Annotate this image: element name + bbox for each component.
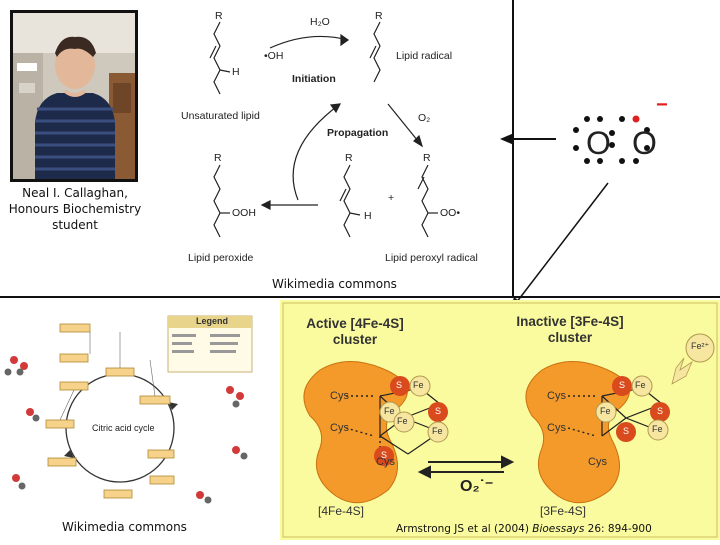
inactive-title-line1: Inactive [3Fe-4S] — [516, 314, 624, 329]
metabolite-boxes — [45, 323, 175, 499]
lipid-peroxide-chain — [213, 164, 221, 238]
inactive-title-line2: cluster — [547, 330, 593, 345]
lipid-peroxyl-radical-label: Lipid peroxyl radical — [385, 252, 478, 264]
superoxide-oxidant-label: O₂˙⁻ — [460, 478, 494, 495]
water-label: H₂O — [310, 16, 330, 28]
active-title-line1: Active [4Fe-4S] — [306, 316, 404, 331]
active-title-line2: cluster — [332, 332, 378, 347]
h-label-1: H — [232, 66, 240, 78]
r-label-3: R — [214, 152, 222, 164]
active-s-3: S — [381, 450, 388, 460]
r-label-1: R — [215, 10, 223, 22]
lipid-radical-chain — [373, 21, 381, 83]
propagation-curve-arrow — [292, 103, 341, 201]
active-cys-3: Cys — [376, 456, 395, 468]
oxygen-atom-1: O — [586, 125, 611, 161]
citation-details: 26: 894-900 — [584, 523, 652, 535]
lipid-peroxidation-diagram — [209, 21, 438, 238]
inactive-cys-1: Cys — [547, 390, 566, 402]
reaction-arrows — [417, 455, 515, 479]
citation-authors: Armstrong JS et al (2004) — [396, 523, 533, 535]
plus-label: + — [388, 192, 395, 204]
r-label-5: R — [423, 152, 431, 164]
active-cluster-title: Active [4Fe-4S] cluster — [290, 316, 420, 348]
peroxyl-oo-text: OO — [440, 207, 457, 219]
inactive-fe-2: Fe — [600, 406, 611, 416]
release-spark-icon — [671, 357, 693, 385]
diagonal-arrow — [515, 182, 609, 304]
molecule-icons — [4, 356, 248, 504]
propagation-label: Propagation — [327, 127, 389, 139]
legend-title: Legend — [196, 316, 229, 326]
active-iron-atoms — [379, 375, 449, 443]
lipid-peroxyl-chain — [421, 164, 429, 238]
hydroxyl-label: •OH — [264, 50, 284, 62]
superoxide-charge: − — [656, 94, 668, 116]
active-bottom-label: [4Fe-4S] — [318, 504, 365, 518]
lipid-radical-label: Lipid radical — [396, 50, 453, 62]
inactive-sulfur-atoms — [612, 376, 670, 442]
initiation-arrow — [269, 35, 349, 49]
h-label-2: H — [364, 210, 372, 222]
peroxyl-oo-label: OO• — [440, 207, 460, 219]
active-sulfur-atoms — [374, 376, 448, 466]
iron-sulfur-cluster-panel — [280, 300, 720, 540]
unpaired-electron-dot — [632, 115, 640, 123]
active-fe-1: Fe — [413, 380, 424, 390]
inactive-bottom-label: [3Fe-4S] — [540, 504, 587, 518]
inactive-iron-atoms — [595, 375, 669, 441]
initiation-label: Initiation — [292, 73, 336, 85]
released-iron-atom — [685, 333, 715, 363]
active-fe-3: Fe — [397, 416, 408, 426]
inactive-fe-3: Fe — [652, 424, 663, 434]
active-fe-4: Fe — [432, 426, 443, 436]
inactive-cys-2: Cys — [547, 422, 566, 434]
active-cys-2: Cys — [330, 422, 349, 434]
person-illustration — [13, 13, 135, 179]
electron-dots — [573, 116, 650, 164]
unsaturated-lipid-label: Unsaturated lipid — [181, 110, 260, 122]
active-fe-2: Fe — [384, 406, 395, 416]
free-iron-label: Fe²⁺ — [691, 341, 710, 351]
peroxidation-credit: Wikimedia commons — [272, 277, 397, 291]
citric-acid-cycle-diagram — [0, 300, 280, 515]
caption-role: student — [52, 218, 98, 232]
inactive-s-2: S — [657, 406, 664, 416]
portrait-photo — [10, 10, 138, 182]
middle-lipid-chain — [343, 164, 351, 238]
radical-dot-icon: • — [456, 207, 461, 219]
active-s-1: S — [396, 380, 403, 390]
iron-sulfur-illustration — [282, 302, 718, 538]
inactive-s-1: S — [619, 380, 626, 390]
active-cys-1: Cys — [330, 390, 349, 402]
o2-label: O₂ — [418, 112, 431, 124]
inactive-cluster-title: Inactive [3Fe-4S] cluster — [500, 314, 640, 346]
citric-cycle-credit: Wikimedia commons — [62, 520, 187, 534]
inactive-fe-1: Fe — [635, 380, 646, 390]
ooh-label: OOH — [232, 207, 256, 219]
caption-name: Neal I. Callaghan, — [22, 186, 128, 200]
cycle-center-label: Citric acid cycle — [92, 423, 155, 433]
citation: Armstrong JS et al (2004) Bioessays 26: … — [396, 523, 652, 535]
caption-title: Honours Biochemistry — [8, 202, 142, 216]
oxygen-atom-2: O — [632, 125, 657, 161]
lipid-peroxide-label: Lipid peroxide — [188, 252, 254, 264]
r-label-2: R — [375, 10, 383, 22]
inactive-s-3: S — [623, 426, 630, 436]
r-label-4: R — [345, 152, 353, 164]
inactive-cys-3: Cys — [588, 456, 607, 468]
unsaturated-lipid-chain — [213, 21, 221, 95]
photo-caption: Neal I. Callaghan, Honours Biochemistry … — [0, 185, 150, 233]
active-s-2: S — [435, 406, 442, 416]
citation-journal: Bioessays — [532, 523, 585, 535]
